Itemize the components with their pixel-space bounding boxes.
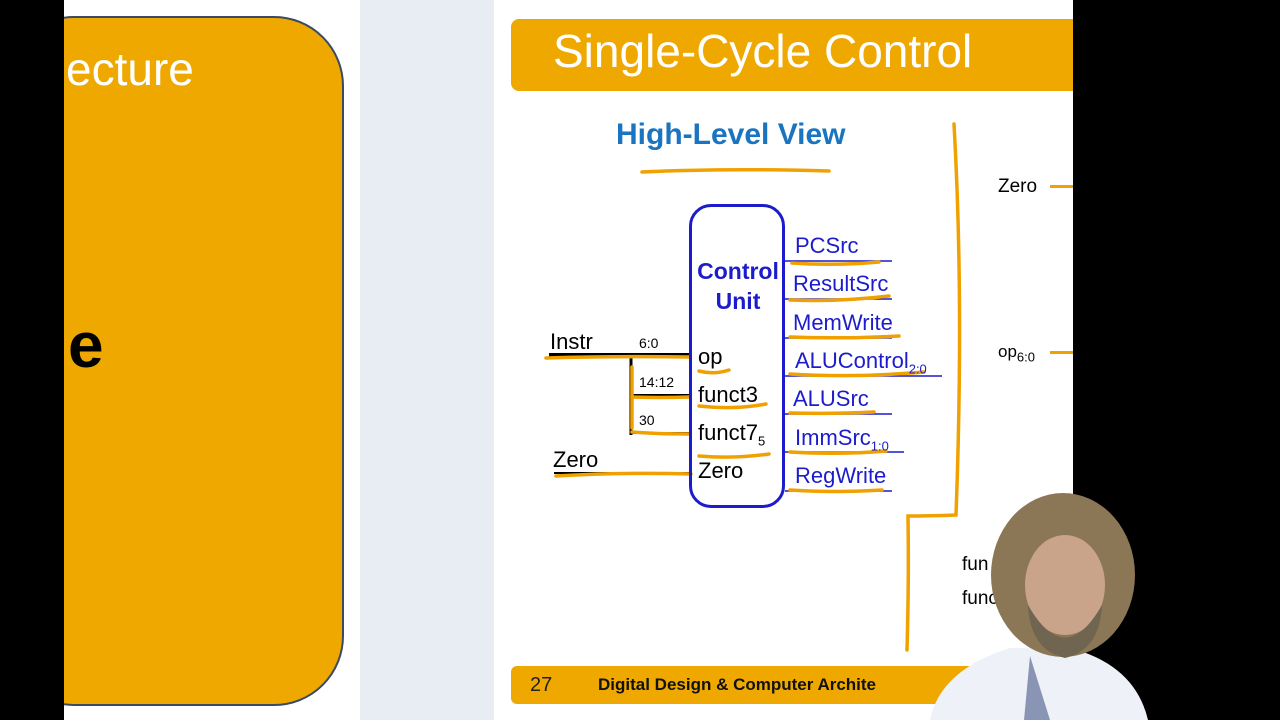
presenter-silhouette xyxy=(930,493,1148,720)
slide-gap xyxy=(360,0,494,720)
right-op-label: op6:0 xyxy=(998,342,1035,364)
port-funct7: funct75 xyxy=(698,420,765,448)
output-immsrc-subscript: 1:0 xyxy=(870,438,889,454)
control-unit-label: Control Unit xyxy=(689,256,787,316)
control-unit-label-line2: Unit xyxy=(715,288,761,314)
instr-label: Instr xyxy=(550,329,593,354)
output-immsrc: ImmSrc1:0 xyxy=(795,425,889,453)
funct7-bits-label: 30 xyxy=(639,412,655,428)
output-alucontrol-subscript: 2:0 xyxy=(908,361,927,377)
port-zero: Zero xyxy=(698,458,744,483)
output-alucontrol-name: ALUControl xyxy=(795,348,909,373)
port-funct7-name: funct7 xyxy=(698,420,758,445)
output-regwrite: RegWrite xyxy=(795,463,887,488)
output-immsrc-name: ImmSrc xyxy=(795,425,871,450)
footer-title: Digital Design & Computer Archite xyxy=(598,675,877,694)
right-func-label-2: func xyxy=(962,588,998,609)
output-memwrite: MemWrite xyxy=(793,310,893,335)
right-zero-label: Zero xyxy=(998,176,1038,197)
control-unit-label-line1: Control xyxy=(697,258,779,284)
right-op-name: op xyxy=(998,342,1017,361)
presenter-webcam xyxy=(900,480,1150,720)
current-slide: Single-Cycle Control High-Level View xyxy=(494,0,1073,720)
right-op-subscript: 6:0 xyxy=(1016,349,1035,365)
output-pcsrc: PCSrc xyxy=(795,233,859,258)
previous-slide-heading: e xyxy=(68,309,104,381)
right-op-wire xyxy=(1050,351,1073,354)
slide-title: Single-Cycle Control xyxy=(553,25,973,77)
control-diagram-wires xyxy=(544,122,962,652)
previous-slide-title: ecture xyxy=(66,43,194,95)
output-alucontrol: ALUControl2:0 xyxy=(795,348,927,376)
output-resultsrc: ResultSrc xyxy=(793,271,889,296)
title-bar: Single-Cycle Control xyxy=(511,19,1073,91)
output-alusrc: ALUSrc xyxy=(793,386,869,411)
funct3-bits-label: 14:12 xyxy=(639,374,675,390)
port-funct7-subscript: 5 xyxy=(757,433,766,449)
right-zero-wire xyxy=(1050,185,1073,188)
right-func-label-1: fun xyxy=(962,554,989,575)
port-op: op xyxy=(698,344,723,369)
op-bits-label: 6:0 xyxy=(639,335,659,351)
previous-slide-card: ecture e xyxy=(64,16,344,706)
section-heading: High-Level View xyxy=(616,118,846,151)
control-unit-block xyxy=(689,204,785,508)
zero-input-label: Zero xyxy=(553,447,599,472)
previous-slide: ecture e xyxy=(64,0,360,720)
port-funct3: funct3 xyxy=(698,382,758,407)
page-number: 27 xyxy=(530,674,553,696)
